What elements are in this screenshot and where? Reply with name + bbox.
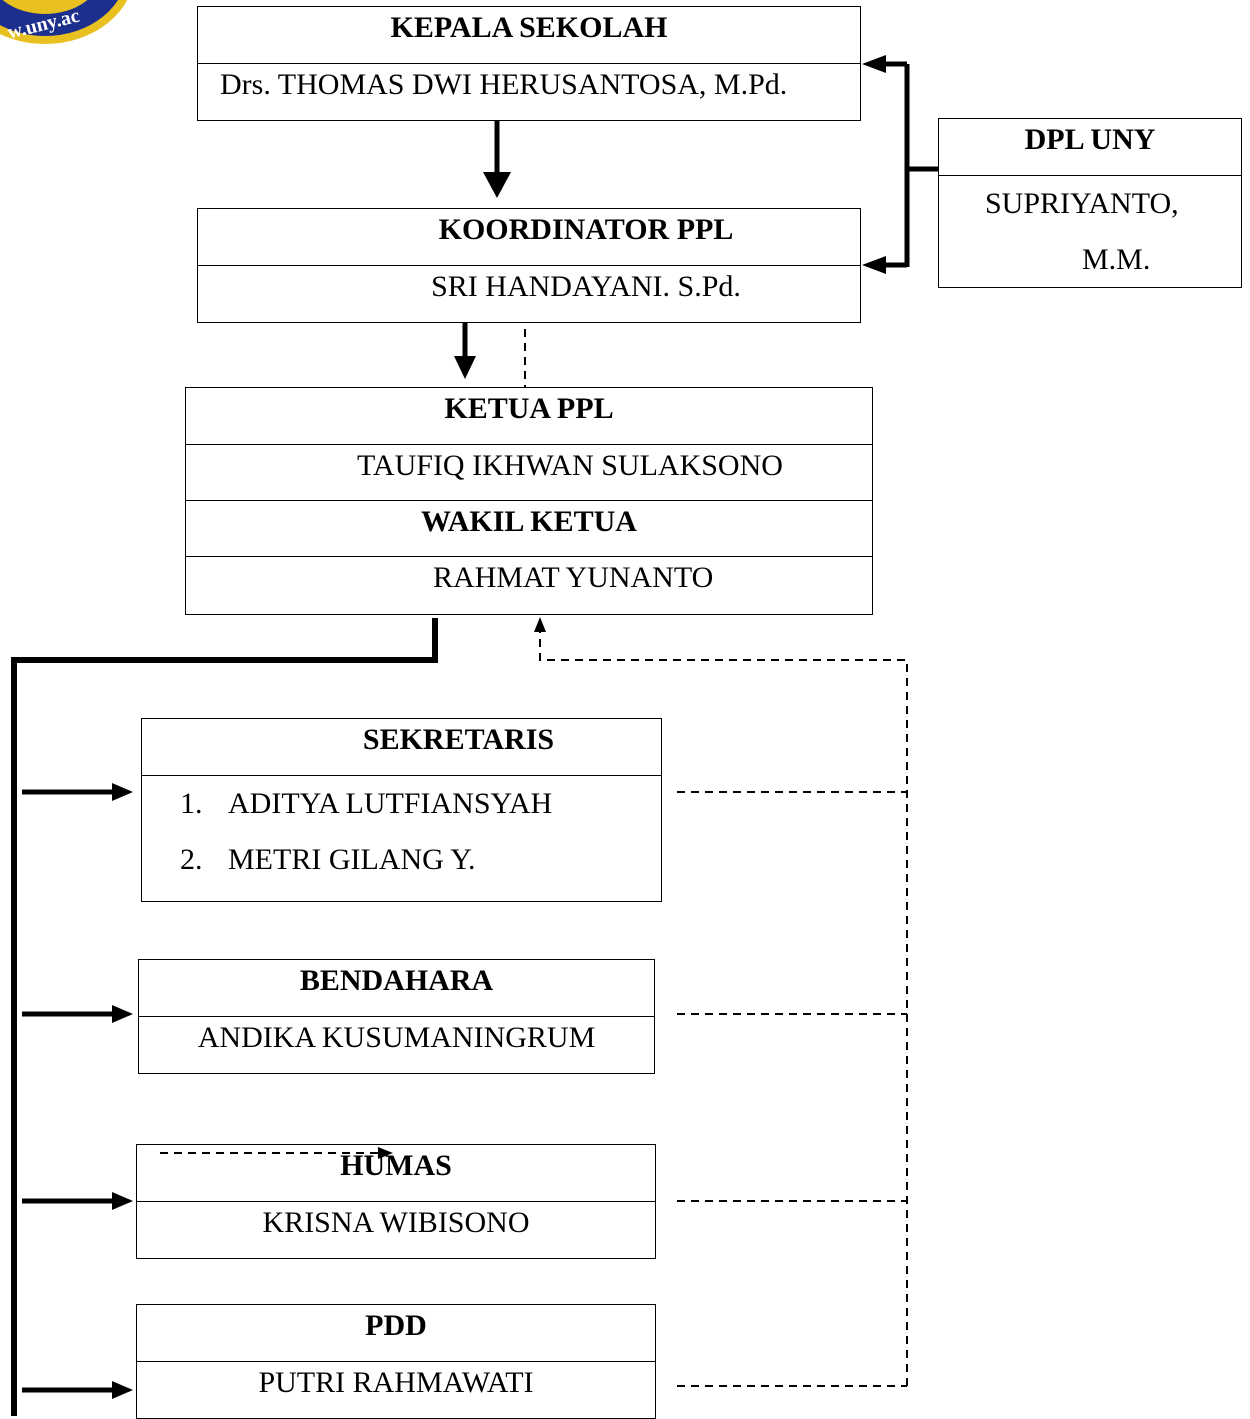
koordinator-ppl-box: KOORDINATOR PPL SRI HANDAYANI. S.Pd. [197,208,861,323]
sekretaris-item-1-name: ADITYA LUTFIANSYAH [228,787,553,820]
dpl-uny-name-line1: SUPRIYANTO, [985,187,1179,220]
sekretaris-box: SEKRETARIS 1. ADITYA LUTFIANSYAH 2. METRI … [141,718,662,902]
bendahara-title: BENDAHARA [299,964,494,997]
dpl-uny-name-line2: M.M. [1082,243,1151,276]
sekretaris-item-2: 2. METRI GILANG Y. [142,832,661,888]
dpl-bracket [904,64,938,267]
pdd-box: PDD PUTRI RAHMAWATI [136,1304,656,1419]
ketua-ppl-box: KETUA PPL TAUFIQ IKHWAN SULAKSONO WAKIL … [185,387,873,615]
pdd-title: PDD [365,1309,427,1342]
dashed-feedback-bus [539,630,908,1386]
ketua-ppl-name: TAUFIQ IKHWAN SULAKSONO [186,444,872,500]
wakil-ketua-title: WAKIL KETUA [186,500,872,556]
kepala-sekolah-title: KEPALA SEKOLAH [390,11,668,44]
sekretaris-item-1: 1. ADITYA LUTFIANSYAH [142,776,661,832]
kepala-sekolah-box: KEPALA SEKOLAH Drs. THOMAS DWI HERUSANTO… [197,6,861,121]
pdd-name: PUTRI RAHMAWATI [137,1361,655,1417]
sekretaris-item-2-num: 2. [180,843,203,876]
sekretaris-title: SEKRETARIS [362,723,555,756]
arrowhead-feedback-wakil [534,617,546,632]
humas-title: HUMAS [340,1149,452,1182]
sekretaris-item-1-num: 1. [180,787,203,820]
arrowhead-sekretaris [112,783,133,801]
arrowhead-bendahara [112,1005,133,1023]
arrowhead-pdd [112,1381,133,1399]
koordinator-ppl-title: KOORDINATOR PPL [438,213,734,246]
arrowhead-kepala [862,55,886,73]
sekretaris-item-2-name: METRI GILANG Y. [228,843,476,876]
ketua-ppl-title: KETUA PPL [444,392,614,425]
humas-box: HUMAS KRISNA WIBISONO [136,1144,656,1259]
humas-name: KRISNA WIBISONO [137,1201,655,1257]
bendahara-name: ANDIKA KUSUMANINGRUM [139,1016,654,1072]
wakil-ketua-name: RAHMAT YUNANTO [186,556,872,612]
bendahara-box: BENDAHARA ANDIKA KUSUMANINGRUM [138,959,655,1074]
arrowhead-humas [112,1192,133,1210]
kepala-sekolah-name: Drs. THOMAS DWI HERUSANTOSA, M.Pd. [198,63,860,119]
arrowhead-koordinator-right [862,256,886,274]
arrowhead-stray-humas [378,1147,393,1159]
dpl-uny-title: DPL UNY [1024,123,1156,156]
sekretaris-list: 1. ADITYA LUTFIANSYAH 2. METRI GILANG Y. [142,775,661,888]
logo-center [2,0,88,14]
arrowhead-koordinator [483,172,511,198]
koordinator-ppl-name: SRI HANDAYANI. S.Pd. [198,265,860,321]
bus-ketua-to-staff [11,618,438,1416]
dpl-uny-box: DPL UNY SUPRIYANTO, M.M. [938,118,1242,288]
dpl-uny-name: SUPRIYANTO, M.M. [939,175,1241,287]
uny-logo: w.uny.ac [0,0,128,44]
arrowhead-ketua [454,356,476,379]
